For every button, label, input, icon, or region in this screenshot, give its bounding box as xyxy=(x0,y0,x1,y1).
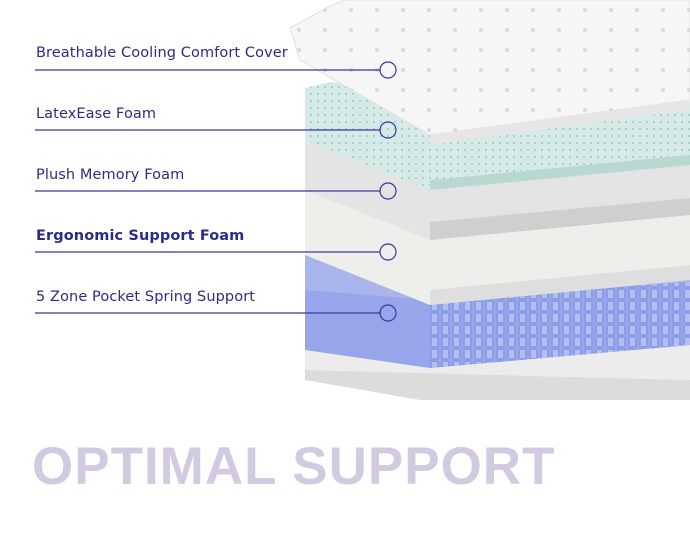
headline-title: OPTIMAL SUPPORT xyxy=(32,437,556,496)
layer-label-cover: Breathable Cooling Comfort Cover xyxy=(36,45,288,61)
layer-label-ergonomic-foam: Ergonomic Support Foam xyxy=(36,228,245,244)
layer-label-memory-foam: Plush Memory Foam xyxy=(36,167,185,183)
leader-lines xyxy=(35,61,397,322)
comfort-cover-layer xyxy=(289,0,690,145)
layer-label-pocket-spring: 5 Zone Pocket Spring Support xyxy=(36,289,256,305)
layer-label-latex: LatexEase Foam xyxy=(36,106,157,122)
